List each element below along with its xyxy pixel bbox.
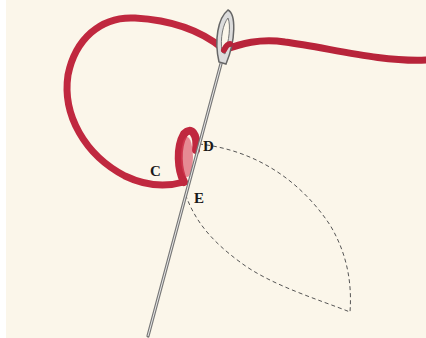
page-margin	[0, 0, 6, 338]
thread-stitch	[179, 131, 197, 182]
needle-head	[217, 10, 234, 64]
needle-shaft	[148, 60, 222, 336]
point-label: C	[150, 164, 161, 179]
needle-shine	[148, 60, 222, 336]
needle-eye	[221, 18, 229, 54]
thread-in-eye	[224, 44, 230, 50]
thread	[224, 41, 426, 60]
leaf-outline	[186, 144, 350, 312]
thread-loop	[67, 18, 222, 185]
point-label: D	[203, 139, 214, 154]
point-label: E	[194, 191, 204, 206]
